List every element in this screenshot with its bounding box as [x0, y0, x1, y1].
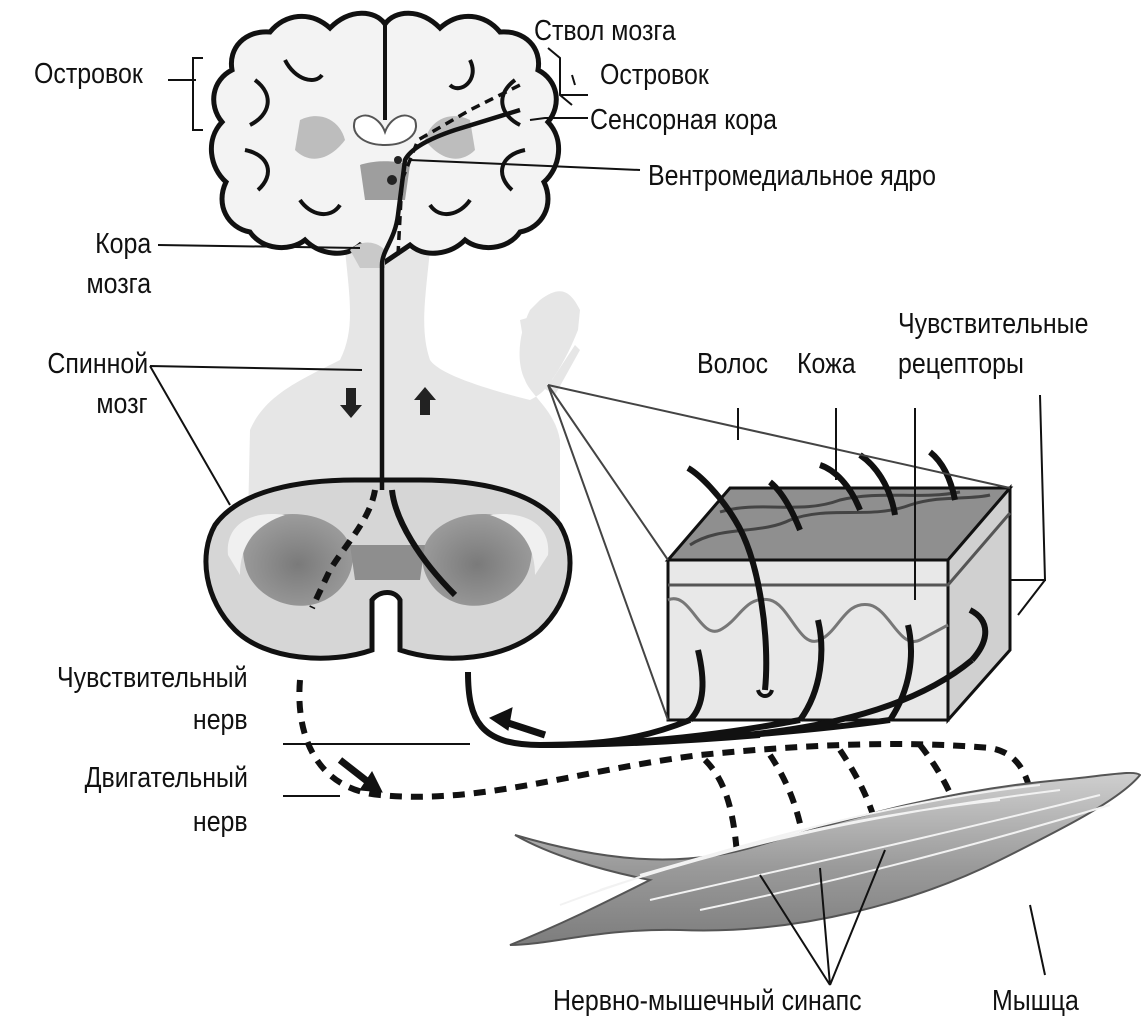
label-cortex-line2: мозга — [86, 268, 151, 301]
label-ventromedial-nucleus: Вентромедиальное ядро — [648, 160, 936, 193]
label-muscle: Мышца — [992, 985, 1079, 1018]
label-sensory-nerve-line2: нерв — [193, 704, 248, 737]
label-spinal-line1: Спинной — [47, 348, 148, 381]
label-insula-left: Островок — [34, 58, 143, 91]
label-sensory-cortex: Сенсорная кора — [590, 104, 777, 137]
label-motor-nerve-line1: Двигательный — [85, 762, 248, 795]
label-receptors-line2: рецепторы — [898, 348, 1024, 381]
label-neuromuscular-synapse: Нервно-мышечный синапс — [553, 985, 862, 1018]
skin-block — [668, 488, 1010, 720]
pathway-direction-arrows — [340, 708, 545, 792]
label-cortex-line1: Кора — [95, 228, 151, 261]
label-spinal-line2: мозг — [97, 388, 148, 421]
label-skin: Кожа — [797, 348, 856, 381]
label-motor-nerve-line2: нерв — [193, 806, 248, 839]
label-insula-right: Островок — [600, 59, 709, 92]
spinal-cord-section — [206, 480, 570, 658]
label-sensory-nerve-line1: Чувствительный — [57, 662, 248, 695]
brain-section — [211, 13, 558, 268]
label-receptors-line1: Чувствительные — [898, 308, 1088, 341]
label-brainstem: Ствол мозга — [534, 15, 676, 48]
label-hair: Волос — [697, 348, 768, 381]
